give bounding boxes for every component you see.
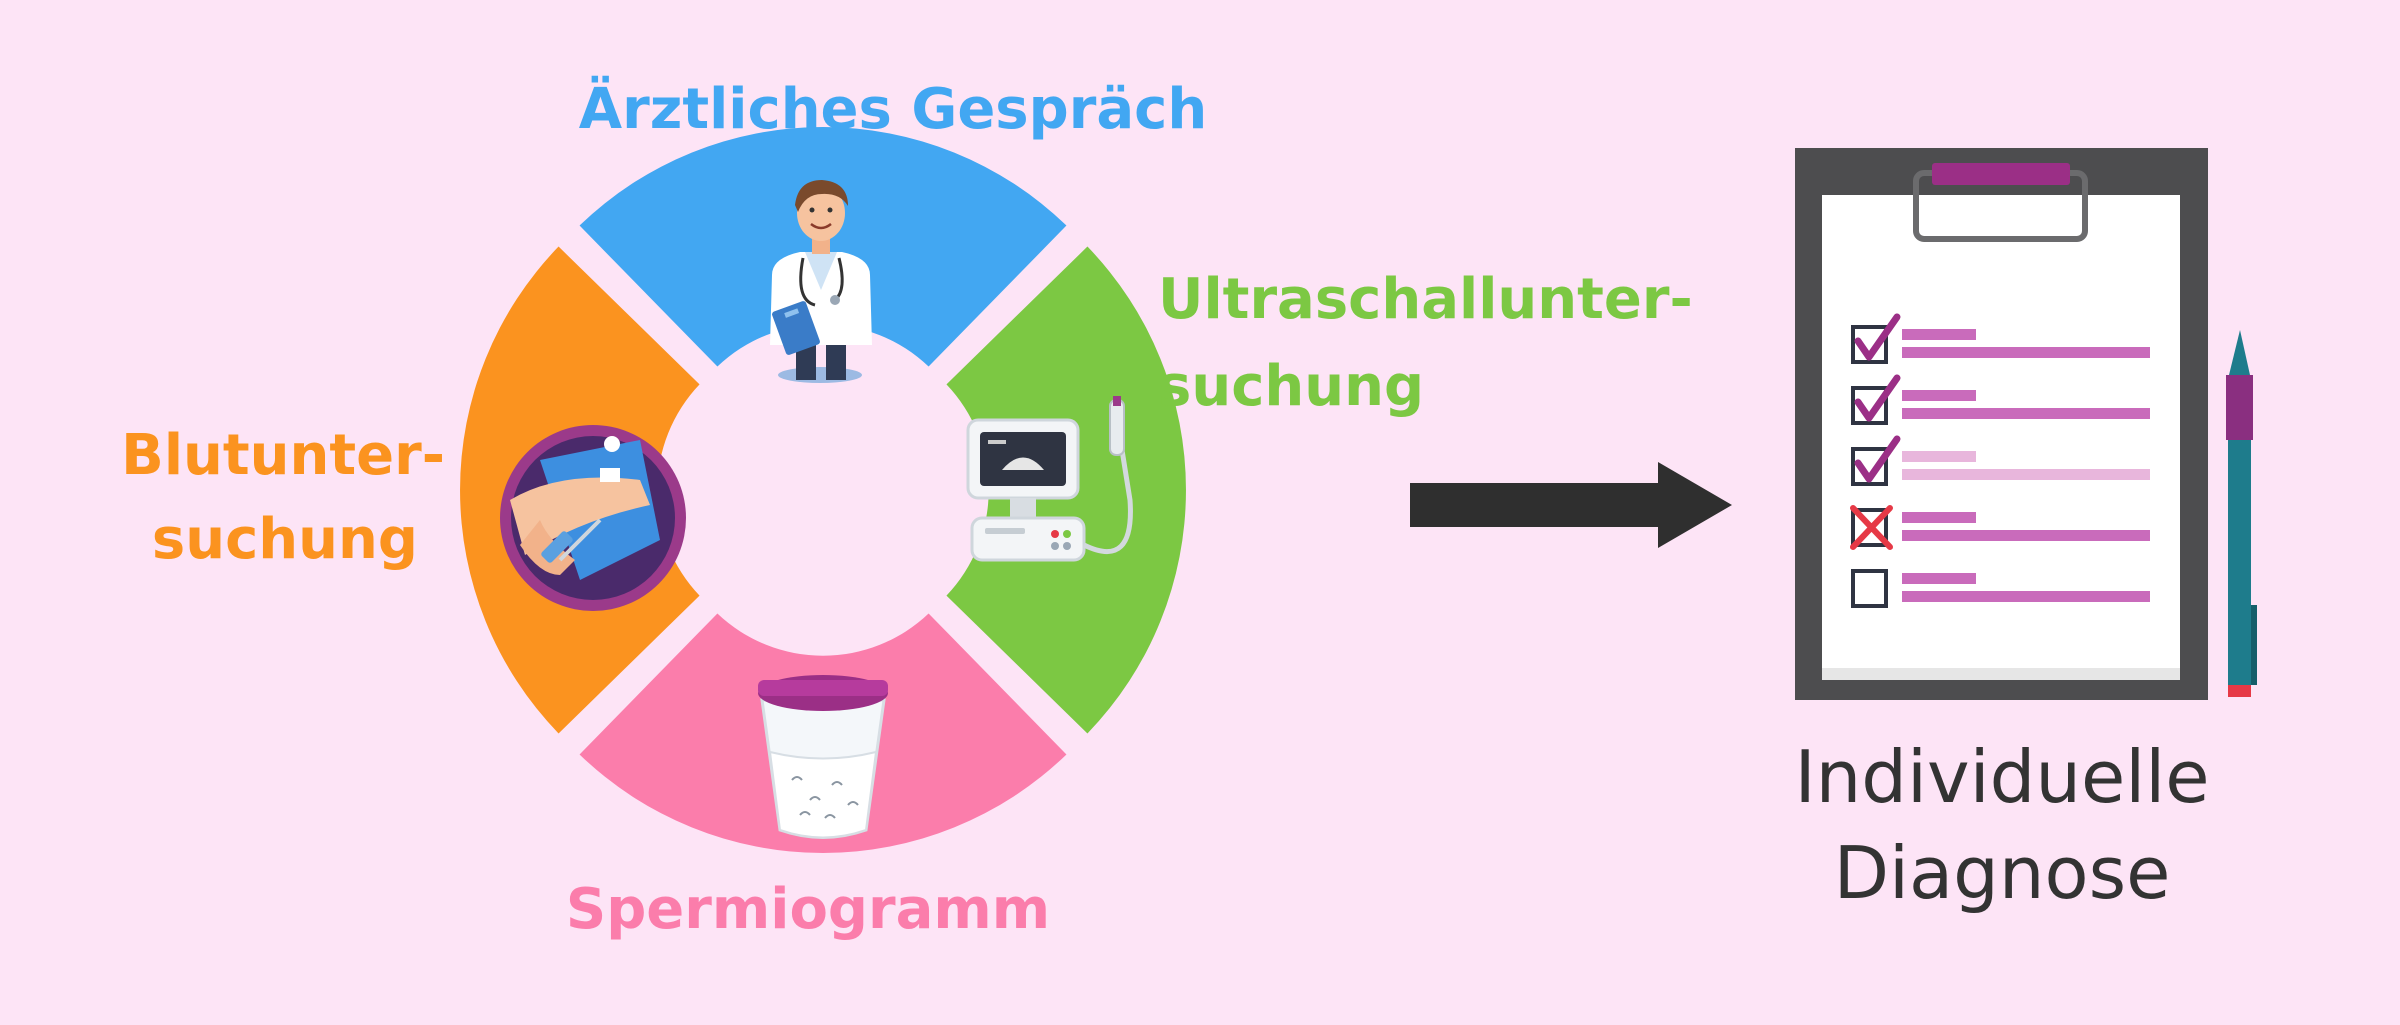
checklist-item — [1851, 374, 2150, 425]
cross-icon — [1850, 505, 1893, 550]
label-blutuntersuchung-line1: Blutunter- — [121, 423, 445, 488]
checklist-line-short — [1902, 451, 1976, 462]
checklist-line-long — [1902, 530, 2150, 541]
result-label-line1: Individuelle — [1794, 735, 2209, 819]
label-spermiogramm: Spermiogramm — [566, 877, 1050, 942]
doctor-icon — [770, 180, 872, 383]
checklist-line-short — [1902, 512, 1976, 523]
label-ultraschall-line2: suchung — [1158, 354, 1424, 419]
checklist-item — [1851, 569, 2150, 608]
label-ultraschall-line1: Ultraschallunter- — [1158, 267, 1693, 332]
checklist-item — [1850, 505, 2150, 550]
clipboard-checklist-icon — [1795, 148, 2208, 700]
checklist-line-short — [1902, 329, 1976, 340]
checklist-line-long — [1902, 591, 2150, 602]
checklist-line-long — [1902, 408, 2150, 419]
checklist-item — [1851, 435, 2150, 486]
checklist-item — [1851, 313, 2150, 364]
result-label-line2: Diagnose — [1834, 831, 2171, 915]
arrow-right-icon — [1410, 462, 1732, 548]
ultrasound-machine-icon — [966, 396, 1133, 562]
checklist-line-long — [1902, 469, 2150, 480]
blood-draw-icon — [500, 425, 686, 611]
label-aerztliches-gespraech: Ärztliches Gespräch — [579, 77, 1207, 142]
checkmark-icon — [1854, 313, 1901, 361]
pen-icon — [2226, 330, 2257, 697]
checklist-line-short — [1902, 390, 1976, 401]
checklist-line-long — [1902, 347, 2150, 358]
checkbox-icon — [1851, 569, 1888, 608]
checkmark-icon — [1854, 435, 1901, 483]
checklist-line-short — [1902, 573, 1976, 584]
checkmark-icon — [1854, 374, 1901, 422]
label-blutuntersuchung-line2: suchung — [152, 507, 418, 572]
checklist — [1850, 313, 2150, 608]
specimen-cup-icon — [758, 675, 888, 839]
